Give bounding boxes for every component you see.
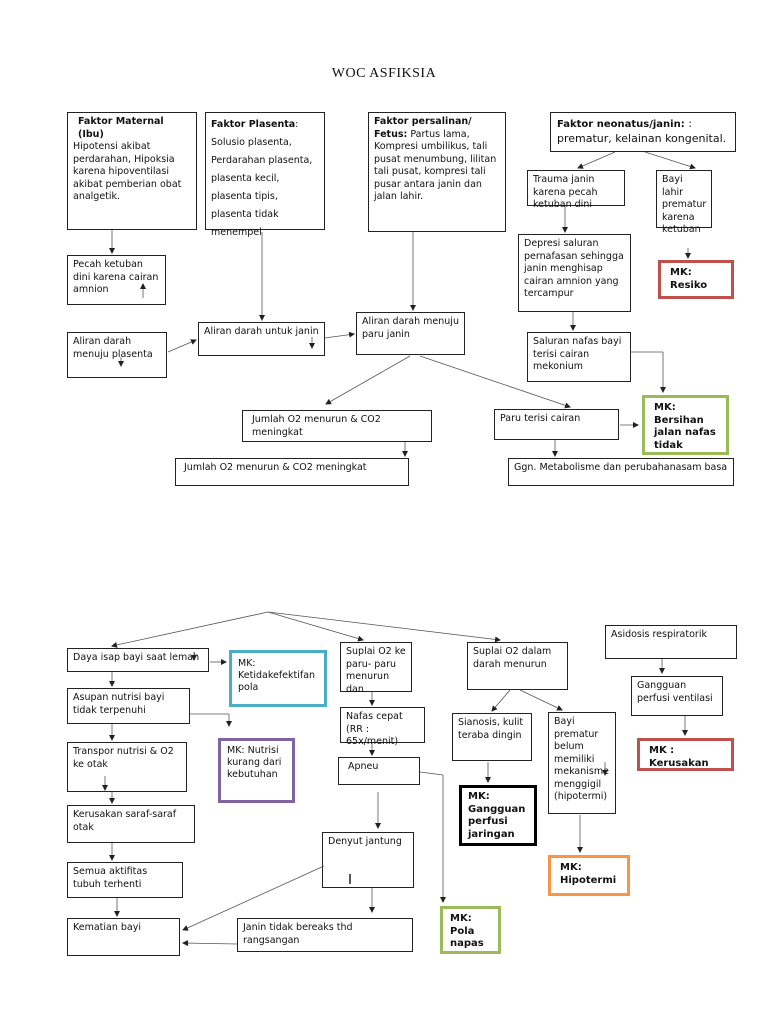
page-title: WOC ASFIKSIA	[331, 66, 437, 81]
pecah-ketuban-box: Pecah ketuban dini karena cairan amnion	[67, 255, 166, 305]
faktor-maternal-heading: Faktor Maternal (Ibu)	[78, 116, 164, 140]
faktor-maternal-text: Hipotensi akibat perdarahan, Hipoksia ka…	[73, 141, 182, 203]
sianosis-box: Sianosis, kulit teraba dingin	[452, 713, 532, 761]
ggn-metabolisme-box: Ggn. Metabolisme dan perubahanasam basa	[508, 458, 734, 486]
faktor-plasenta-text: Solusio plasenta, Perdarahan plasenta, p…	[211, 137, 313, 239]
suplai-darah-box: Suplai O2 dalam darah menurun	[467, 642, 568, 690]
faktor-maternal-box: Faktor Maternal (Ibu) Hipotensi akibat p…	[67, 112, 197, 230]
gangguan-perfusi-ventilasi-box: Gangguan perfusi ventilasi	[631, 676, 723, 716]
mk-pola-napas-box: MK: Pola napas	[440, 906, 501, 954]
jumlah-box-2: Jumlah O2 menurun & CO2 meningkat	[175, 458, 409, 486]
asupan-nutrisi-box: Asupan nutrisi bayi tidak terpenuhi	[67, 688, 190, 724]
faktor-plasenta-heading: Faktor Plasenta	[211, 119, 296, 130]
depresi-box: Depresi saluran pernafasan sehingga jani…	[518, 234, 631, 312]
aliran-untuk-janin-box: Aliran darah untuk janin	[198, 322, 325, 356]
faktor-plasenta-box: Faktor Plasenta: Solusio plasenta, Perda…	[205, 112, 325, 238]
mk-bersihan-box: MK: Bersihan jalan nafas tidak	[642, 395, 729, 455]
mk-resiko-box: MK: Resiko	[658, 260, 734, 299]
jumlah-box-1: Jumlah O2 menurun & CO2 meningkat	[242, 410, 432, 442]
faktor-persalinan-heading: Faktor persalinan/ Fetus:	[374, 116, 472, 140]
mk-nutrisi-box: MK: Nutrisi kurang dari kebutuhan	[218, 738, 295, 803]
saluran-box: Saluran nafas bayi terisi cairan mekoniu…	[527, 332, 631, 382]
aliran-paru-box: Aliran darah menuju paru janin	[356, 312, 465, 355]
faktor-neonatus-text: : prematur, kelainan kongenital.	[557, 117, 727, 145]
kematian-bayi-box: Kematian bayi	[67, 918, 180, 956]
mk-ketidakefektifan-box: MK: Ketidakefektifan pola	[229, 650, 327, 707]
faktor-neonatus-box: Faktor neonatus/janin: : prematur, kelai…	[550, 112, 736, 152]
faktor-persalinan-box: Faktor persalinan/ Fetus: Partus lama, K…	[368, 112, 506, 232]
transpor-nutrisi-box: Transpor nutrisi & O2 ke otak	[67, 742, 187, 792]
janin-tidak-bereaksi-box: Janin tidak bereaks thd rangsangan	[237, 918, 413, 952]
nafas-cepat-box: Nafas cepat (RR : 65x/menit)	[340, 707, 425, 747]
mk-gangguan-perfusi-box: MK: Gangguan perfusi jaringan	[459, 785, 537, 846]
mk-kerusakan-box: MK : Kerusakan	[637, 738, 734, 771]
faktor-plasenta-sep: :	[295, 119, 299, 130]
bayi-lahir-box: Bayi lahir prematur karena ketuban	[656, 170, 712, 235]
paru-terisi-box: Paru terisi cairan	[494, 409, 619, 440]
semua-aktifitas-box: Semua aktifitas tubuh terhenti	[67, 862, 183, 898]
suplai-paru-box: Suplai O2 ke paru- paru menurun dan	[340, 642, 412, 695]
bayi-prematur-box: Bayi prematur belum memiliki mekanisme m…	[548, 712, 616, 814]
aliran-plasenta-box: Aliran darah menuju plasenta	[67, 332, 167, 378]
faktor-neonatus-heading: Faktor neonatus/janin:	[557, 119, 685, 130]
daya-isap-box: Daya isap bayi saat lemah	[67, 648, 209, 672]
mk-hipotermi-box: MK: Hipotermi	[548, 855, 630, 896]
trauma-box: Trauma janin karena pecah ketuban dini	[527, 170, 625, 210]
faktor-persalinan-text: Partus lama, Kompresi umbilikus, tali pu…	[374, 128, 497, 203]
kerusakan-saraf-box: Kerusakan saraf-saraf otak	[67, 805, 195, 843]
apneu-box: Apneu	[338, 757, 420, 785]
denyut-jantung-box: Denyut jantung	[322, 832, 414, 888]
asidosis-box: Asidosis respiratorik	[605, 625, 737, 659]
